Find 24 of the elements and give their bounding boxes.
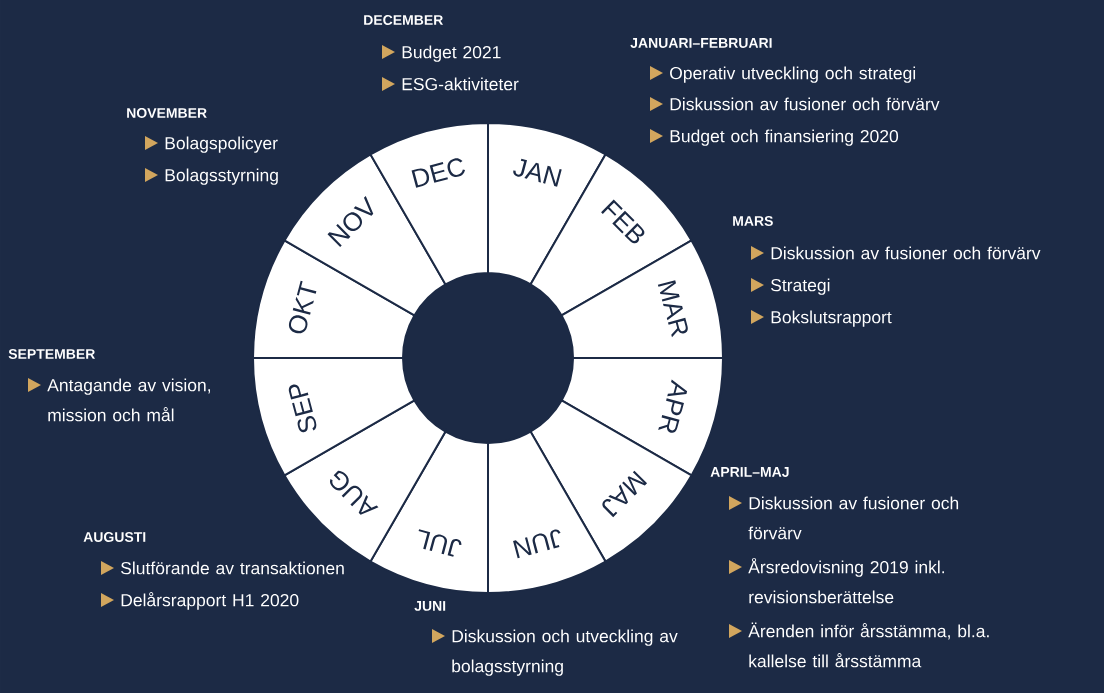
bullet-item: ESG-aktiviteter bbox=[382, 77, 519, 91]
bullet-item: Bolagsstyrning bbox=[145, 168, 278, 185]
bullet-item: Diskussion av fusioner och förvärv bbox=[650, 97, 940, 111]
month-heading: MARS bbox=[733, 216, 773, 226]
bullet-item: Bolagspolicyer bbox=[145, 136, 278, 153]
bullet-item: Årsredovisning 2019 inkl. revisionsberättelse bbox=[729, 557, 944, 604]
month-heading: DECEMBER bbox=[364, 15, 444, 25]
bullet-item: Antagande av vision, mission och mål bbox=[28, 378, 210, 422]
bullet-item: Strategi bbox=[751, 278, 830, 295]
bullet-item: Delårsrapport H1 2020 bbox=[101, 592, 299, 610]
bullet-item: Budget 2021 bbox=[382, 45, 501, 62]
bullet-item: Diskussion av fusioner och förvärv bbox=[729, 496, 959, 540]
bullet-item: Operativ utveckling och strategi bbox=[650, 66, 916, 83]
month-heading: AUGUSTI bbox=[83, 532, 146, 542]
month-heading: JANUARI–FEBRUARI bbox=[630, 38, 772, 48]
bullet-item: Bokslutsrapport bbox=[751, 310, 892, 327]
bullet-item: Ärenden inför årsstämma, bl.a. kallelse till årsstämma bbox=[729, 622, 989, 668]
month-heading: NOVEMBER bbox=[127, 108, 207, 118]
bullet-item: Diskussion av fusioner och förvärv bbox=[751, 246, 1041, 260]
bullet-item: Budget och finansiering 2020 bbox=[650, 129, 899, 146]
bullet-item: Slutförande av transaktionen bbox=[101, 561, 344, 575]
month-heading: JUNI bbox=[414, 601, 446, 611]
month-heading: SEPTEMBER bbox=[8, 349, 96, 359]
bullet-item: Diskussion och utveckling av bolagsstyrning bbox=[432, 629, 678, 676]
